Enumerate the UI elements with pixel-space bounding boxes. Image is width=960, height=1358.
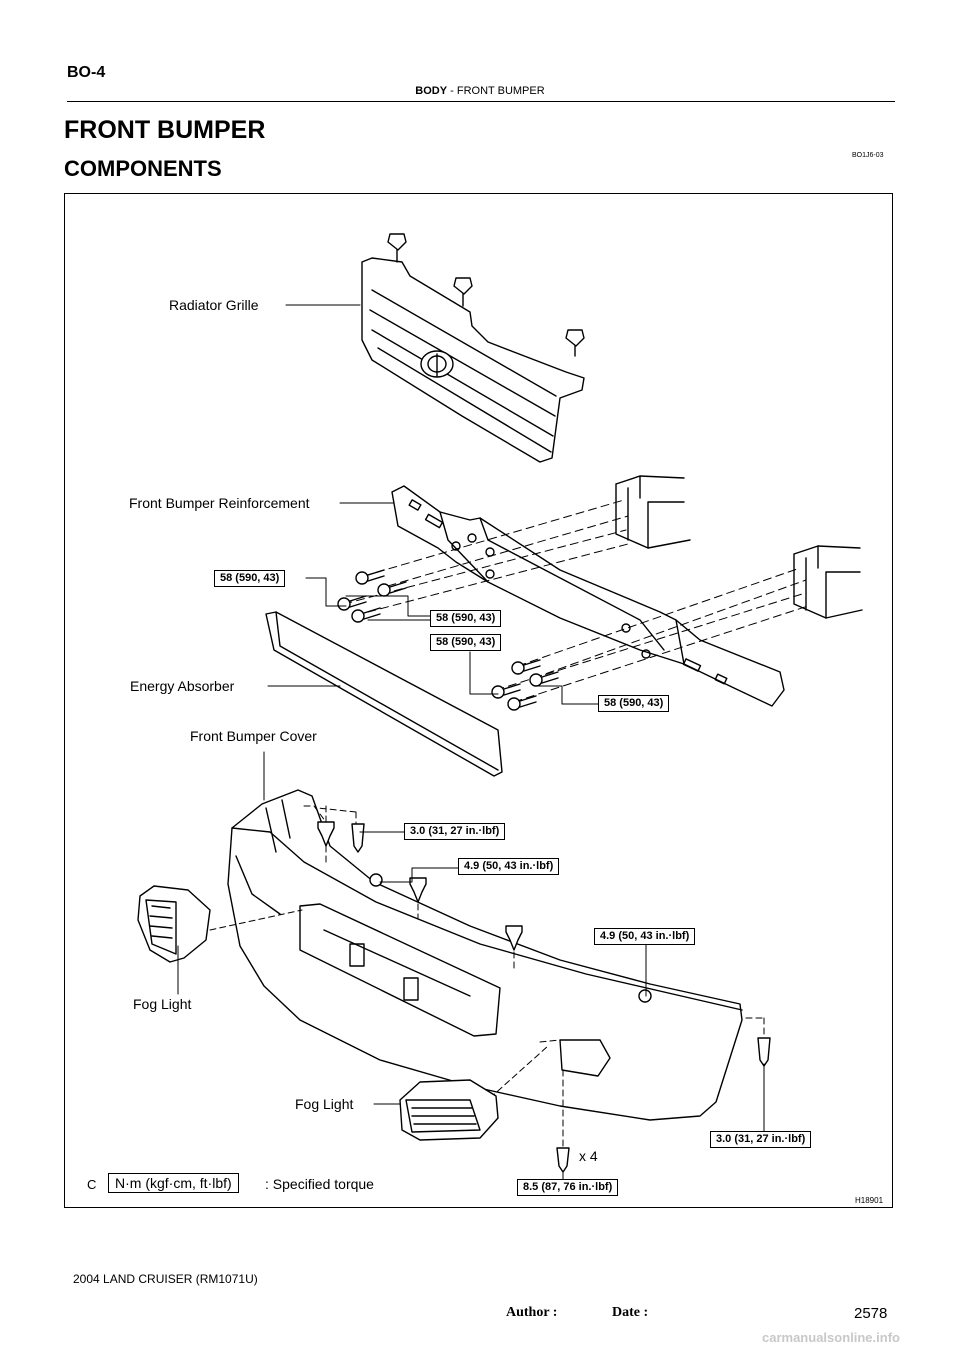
label-bumper-cover: Front Bumper Cover xyxy=(190,728,317,744)
energy-absorber-drawing xyxy=(265,611,503,777)
components-diagram xyxy=(137,233,863,1181)
legend-text: : Specified torque xyxy=(265,1176,374,1192)
label-radiator-grille: Radiator Grille xyxy=(169,297,259,313)
bumper-cover-drawing xyxy=(227,789,743,1121)
legend-torque-box: N·m (kgf·cm, ft·lbf) xyxy=(108,1173,239,1193)
torque-label: 3.0 (31, 27 in.·lbf) xyxy=(404,823,506,840)
page-code: BO-4 xyxy=(67,64,106,81)
clip-guide-lines xyxy=(209,805,765,1147)
radiator-grille-drawing xyxy=(361,257,585,463)
torque-label: 8.5 (87, 76 in.·lbf) xyxy=(517,1179,619,1196)
leader-lines xyxy=(177,304,765,1181)
reinforcement-bolt-icons xyxy=(337,569,559,711)
label-fog-light-left: Fog Light xyxy=(133,996,192,1012)
bumper-clip-icons xyxy=(317,821,771,1173)
watermark: carmanualsonline.info xyxy=(762,1330,900,1345)
torque-label: 58 (590, 43) xyxy=(598,695,670,712)
date-label: Date : xyxy=(612,1305,649,1320)
author-label: Author : xyxy=(506,1305,558,1320)
vehicle-model: 2004 LAND CRUISER (RM1071U) xyxy=(73,1272,258,1286)
torque-label: 4.9 (50, 43 in.·lbf) xyxy=(594,928,696,945)
legend-marker: C xyxy=(87,1177,97,1192)
frame-rails-drawing xyxy=(615,475,863,619)
torque-label: 58 (590, 43) xyxy=(430,634,502,651)
header-rule xyxy=(67,101,895,102)
fog-light-right-drawing xyxy=(399,1079,499,1141)
torque-label: 58 (590, 43) xyxy=(430,610,502,627)
label-fog-light-right: Fog Light xyxy=(295,1096,354,1112)
subsection-name: FRONT BUMPER xyxy=(456,85,545,97)
fog-light-left-drawing xyxy=(137,885,211,963)
page-number: 2578 xyxy=(854,1305,888,1322)
figure-id: H18901 xyxy=(855,1196,884,1205)
quantity-label: x 4 xyxy=(579,1148,598,1164)
alignment-lines xyxy=(343,499,809,703)
diagram-frame xyxy=(64,193,893,1208)
section-header: BODY - FRONT BUMPER xyxy=(0,85,960,97)
page-title: FRONT BUMPER xyxy=(64,116,266,144)
section-name: BODY xyxy=(415,85,448,97)
bumper-reinforcement-drawing xyxy=(391,485,785,707)
torque-label: 4.9 (50, 43 in.·lbf) xyxy=(458,858,560,875)
torque-label: 58 (590, 43) xyxy=(214,570,286,587)
torque-label: 3.0 (31, 27 in.·lbf) xyxy=(710,1131,812,1148)
label-bumper-reinforcement: Front Bumper Reinforcement xyxy=(129,495,310,511)
section-separator: - xyxy=(450,85,454,97)
page-subtitle: COMPONENTS xyxy=(64,156,222,181)
label-energy-absorber: Energy Absorber xyxy=(130,678,235,694)
doc-code: BO1J6-03 xyxy=(852,152,884,159)
grille-clip-icons xyxy=(387,233,585,357)
